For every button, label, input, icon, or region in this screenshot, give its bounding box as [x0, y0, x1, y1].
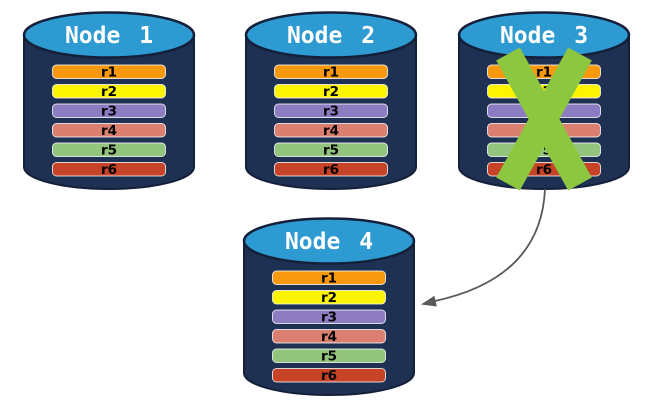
- cylinder-top: [244, 11, 418, 59]
- record-bar: r6: [272, 368, 386, 384]
- node-4: Node 4 r1 r2 r3 r4 r5 r6: [241, 213, 417, 397]
- node-2: Node 2 r1 r2 r3 r4 r5 r6: [243, 7, 419, 191]
- database-cylinder: Node 1 r1 r2 r3 r4 r5 r6: [22, 11, 196, 190]
- record-bar: r2: [274, 84, 388, 100]
- node-title: Node 4: [285, 229, 373, 255]
- record-label: r5: [321, 349, 337, 365]
- database-cylinder: Node 4 r1 r2 r3 r4 r5 r6: [242, 217, 416, 396]
- record-label: r6: [536, 162, 552, 178]
- record-label: r1: [101, 65, 117, 81]
- record-label: r1: [321, 271, 337, 287]
- record-bar: r2: [52, 84, 166, 100]
- arrowhead-icon: [421, 295, 437, 307]
- record-bar: r6: [274, 162, 388, 178]
- record-label: r6: [101, 162, 117, 178]
- record-label: r2: [321, 290, 337, 306]
- record-label: r1: [323, 65, 339, 81]
- cylinder-top: [22, 11, 196, 59]
- record-label: r3: [101, 104, 117, 120]
- node-1: Node 1 r1 r2 r3 r4 r5 r6: [21, 7, 197, 191]
- record-bar: r1: [52, 64, 166, 81]
- record-bar: r1: [272, 270, 386, 287]
- record-bar: r3: [52, 103, 166, 120]
- cylinder-top: [457, 11, 631, 59]
- record-bar: r3: [272, 309, 386, 326]
- record-bar: r3: [274, 103, 388, 120]
- record-bar: r4: [272, 329, 386, 345]
- record-label: r5: [101, 143, 117, 159]
- node-title: Node 3: [500, 23, 588, 49]
- node-3: Node 3r1r2r3r4r5r6: [456, 7, 632, 191]
- record-label: r6: [323, 162, 339, 178]
- node-title: Node 1: [65, 23, 153, 49]
- failover-arrow-path: [434, 188, 546, 302]
- cylinder-top: [242, 217, 416, 265]
- database-cylinder: Node 3r1r2r3r4r5r6: [457, 11, 631, 191]
- record-label: r3: [323, 104, 339, 120]
- failure-cross-icon: [496, 47, 592, 191]
- record-label: r1: [536, 65, 552, 81]
- record-label: r4: [323, 123, 339, 139]
- record-label: r6: [321, 368, 337, 384]
- record-label: r4: [321, 329, 337, 345]
- record-bar: r4: [52, 123, 166, 139]
- record-label: r2: [323, 84, 339, 100]
- record-bar: r1: [274, 64, 388, 81]
- database-cylinder: Node 2 r1 r2 r3 r4 r5 r6: [244, 11, 418, 190]
- record-bar: r2: [272, 290, 386, 306]
- record-bar: r6: [52, 162, 166, 178]
- record-label: r5: [323, 143, 339, 159]
- record-bar: r4: [274, 123, 388, 139]
- record-label: r2: [101, 84, 117, 100]
- record-label: r3: [321, 310, 337, 326]
- record-label: r4: [101, 123, 117, 139]
- record-bar: r5: [272, 348, 386, 365]
- record-bar: r5: [52, 142, 166, 159]
- record-bar: r5: [274, 142, 388, 159]
- node-title: Node 2: [287, 23, 375, 49]
